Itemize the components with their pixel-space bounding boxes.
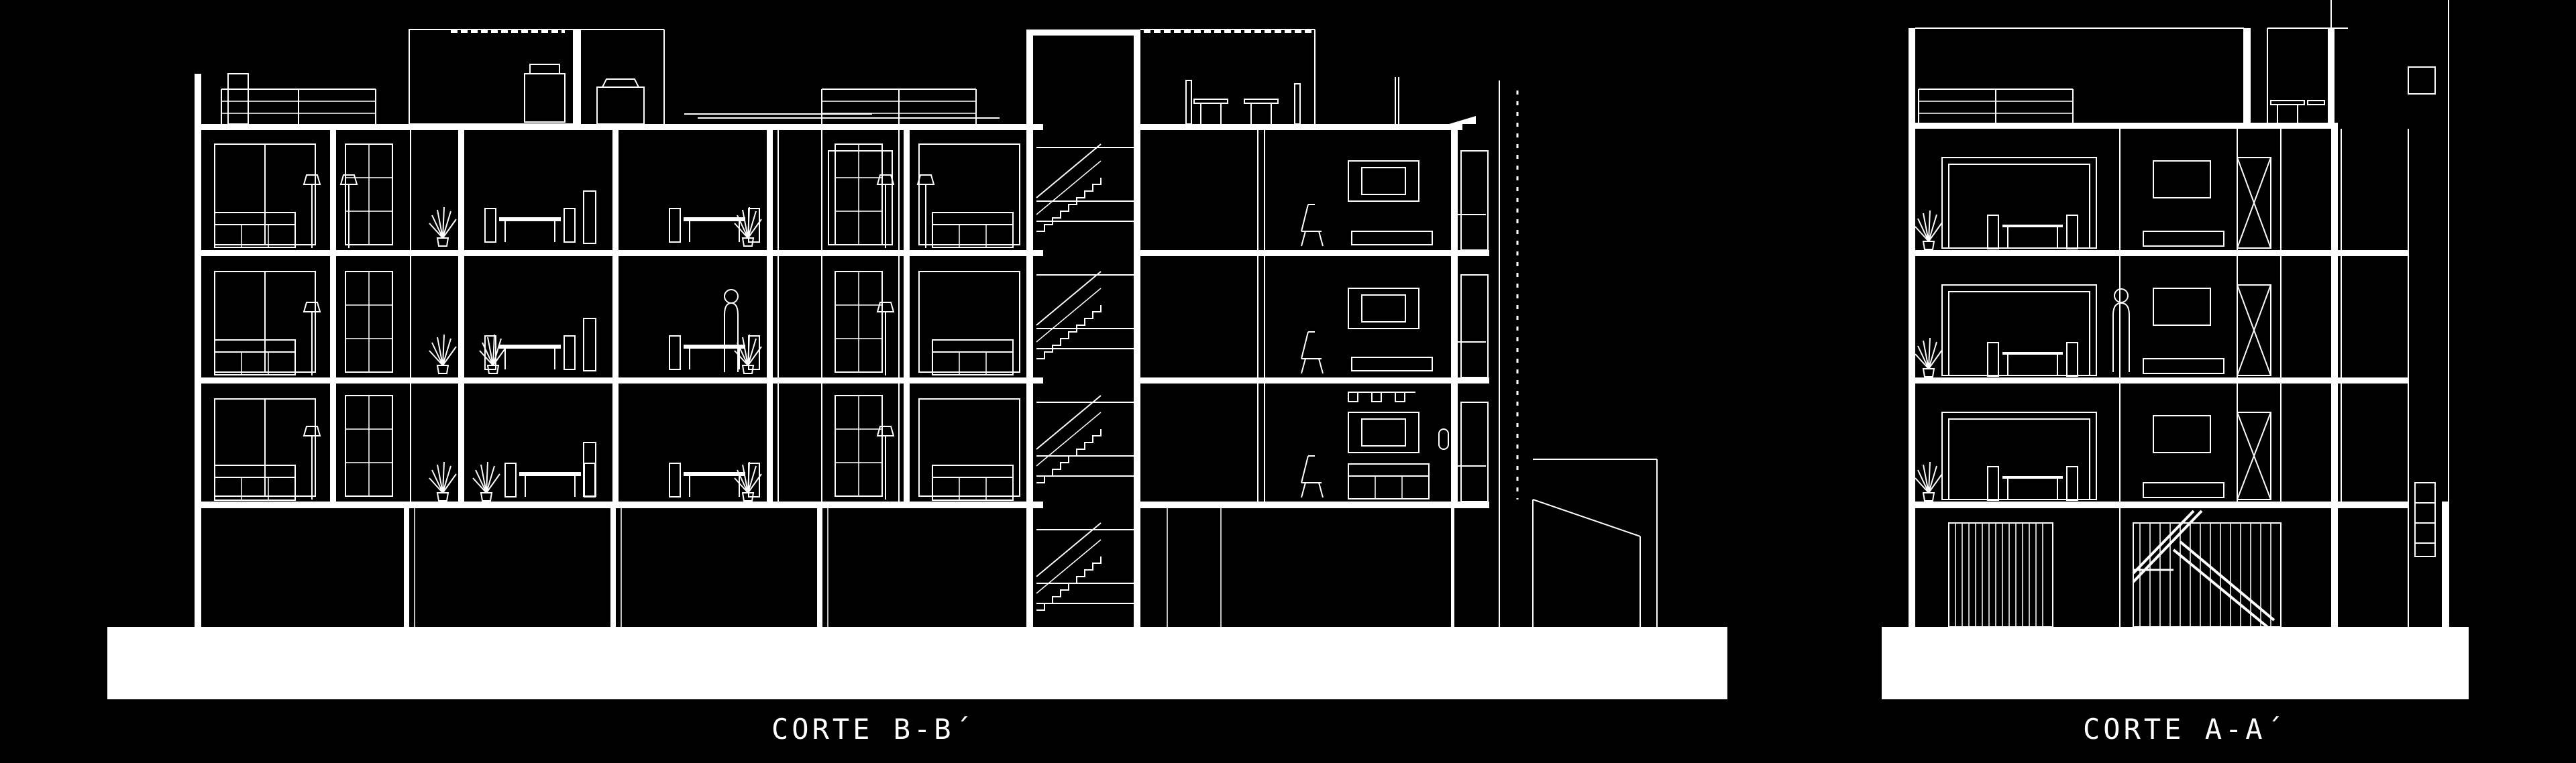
section-bb [107,29,1727,699]
section-aa-title: CORTE A-A´ [2083,713,2286,746]
ground-slab-bb [107,627,1727,699]
ground-slab-aa [1882,627,2469,699]
left-facade-wall-bb [195,74,201,627]
roof-slab-bb [195,124,1043,130]
stair-core-bb [1036,143,1134,611]
floor-slab-3-bb [195,250,1043,256]
section-bb-title: CORTE B-B´ [771,713,975,746]
left-facade-wall-aa [1909,28,1915,627]
floor-slab-1-bb [195,502,1043,508]
floor-slab-2-bb [195,377,1043,384]
garage-gate-aa [1948,522,2053,628]
section-aa [1882,0,2469,699]
